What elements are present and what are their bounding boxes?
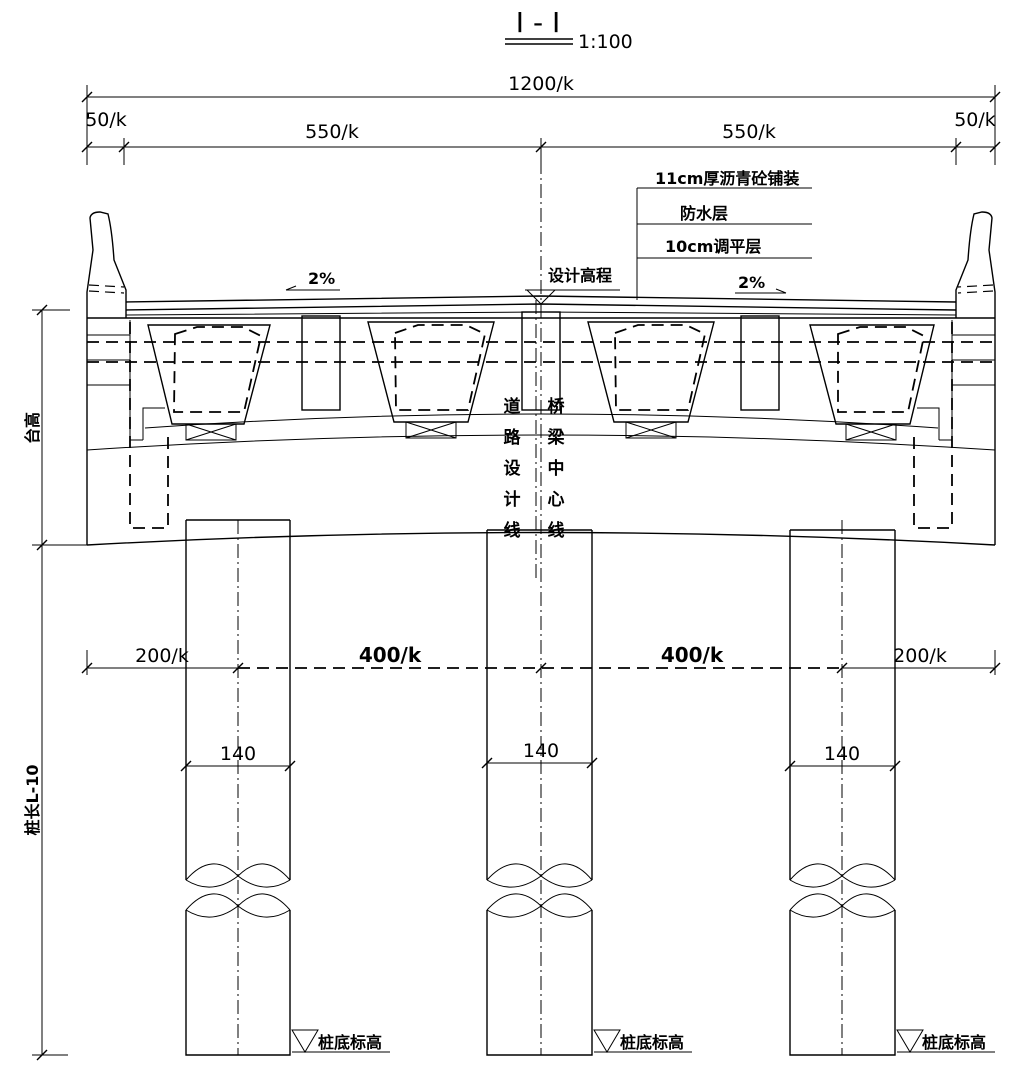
pile-right bbox=[789, 529, 896, 1056]
hidden-lines bbox=[87, 322, 995, 529]
pile-bottom-triangle-icon bbox=[593, 1029, 621, 1053]
dim-pile-span-right: 400/k bbox=[661, 643, 724, 667]
girder-1 bbox=[147, 324, 271, 441]
cap-height-label: 台高 bbox=[23, 412, 42, 444]
design-elevation-label: 设计高程 bbox=[548, 266, 612, 285]
centerlines bbox=[237, 160, 843, 1055]
top-dimensions: 1200/k 50/k 50/k 550/k 550/k bbox=[81, 73, 1001, 165]
bridge-centerline-label: 桥梁中心线 bbox=[547, 397, 566, 541]
pile-bottom-triangle-icon bbox=[896, 1029, 924, 1053]
pile-bottom-label-2: 桩底标高 bbox=[620, 1033, 684, 1052]
scale-label: 1:100 bbox=[578, 31, 633, 53]
pile-bottom-triangle-icon bbox=[291, 1029, 319, 1053]
layer-leveling: 10cm调平层 bbox=[665, 237, 761, 256]
pile-bottom-label-1: 桩底标高 bbox=[318, 1033, 382, 1052]
section-label: I - I bbox=[516, 6, 560, 39]
pile-spacing-dimension: 200/k 400/k 400/k 200/k bbox=[81, 643, 1001, 675]
slope-right: 2% bbox=[738, 273, 765, 292]
right-barrier bbox=[955, 211, 996, 318]
dim-pile-right-edge: 200/k bbox=[893, 645, 947, 667]
dim-total-width: 1200/k bbox=[508, 73, 574, 95]
section-title: I - I 1:100 bbox=[505, 6, 633, 53]
pile-bottom-labels: 桩底标高 桩底标高 桩底标高 bbox=[291, 1029, 995, 1053]
pile-length-label: 桩长L-10 bbox=[23, 764, 42, 835]
girder-3 bbox=[587, 321, 715, 439]
dim-pile-dia-1: 140 bbox=[220, 743, 256, 765]
dim-left-edge: 50/k bbox=[85, 109, 127, 131]
dim-pile-span-left: 400/k bbox=[359, 643, 422, 667]
dim-pile-left-edge: 200/k bbox=[135, 645, 189, 667]
girder-2 bbox=[367, 321, 495, 439]
bridge-line-char: 桥梁中心线 bbox=[547, 397, 566, 541]
road-design-line-label: 道路设计线 bbox=[504, 396, 522, 541]
layer-leaders: 11cm厚沥青砼铺装 防水层 10cm调平层 bbox=[636, 169, 812, 300]
left-barrier bbox=[86, 211, 127, 318]
layer-waterproof: 防水层 bbox=[680, 204, 728, 223]
pile-bottom-label-3: 桩底标高 bbox=[922, 1033, 986, 1052]
dim-pile-dia-3: 140 bbox=[824, 743, 860, 765]
dim-left-half: 550/k bbox=[305, 121, 359, 143]
pile-middle bbox=[486, 529, 593, 1056]
pile-diameters: 140 140 140 bbox=[180, 740, 901, 772]
left-vertical-dimensions: 台高 桩长L-10 bbox=[23, 304, 87, 1061]
dim-pile-dia-2: 140 bbox=[523, 740, 559, 762]
slope-left: 2% bbox=[308, 269, 335, 288]
pile-left bbox=[185, 519, 291, 1056]
road-line-char: 道路设计线 bbox=[504, 396, 522, 541]
dim-right-half: 550/k bbox=[722, 121, 776, 143]
dim-right-edge: 50/k bbox=[954, 109, 996, 131]
layer-asphalt: 11cm厚沥青砼铺装 bbox=[655, 169, 799, 188]
girder-4 bbox=[809, 324, 935, 441]
